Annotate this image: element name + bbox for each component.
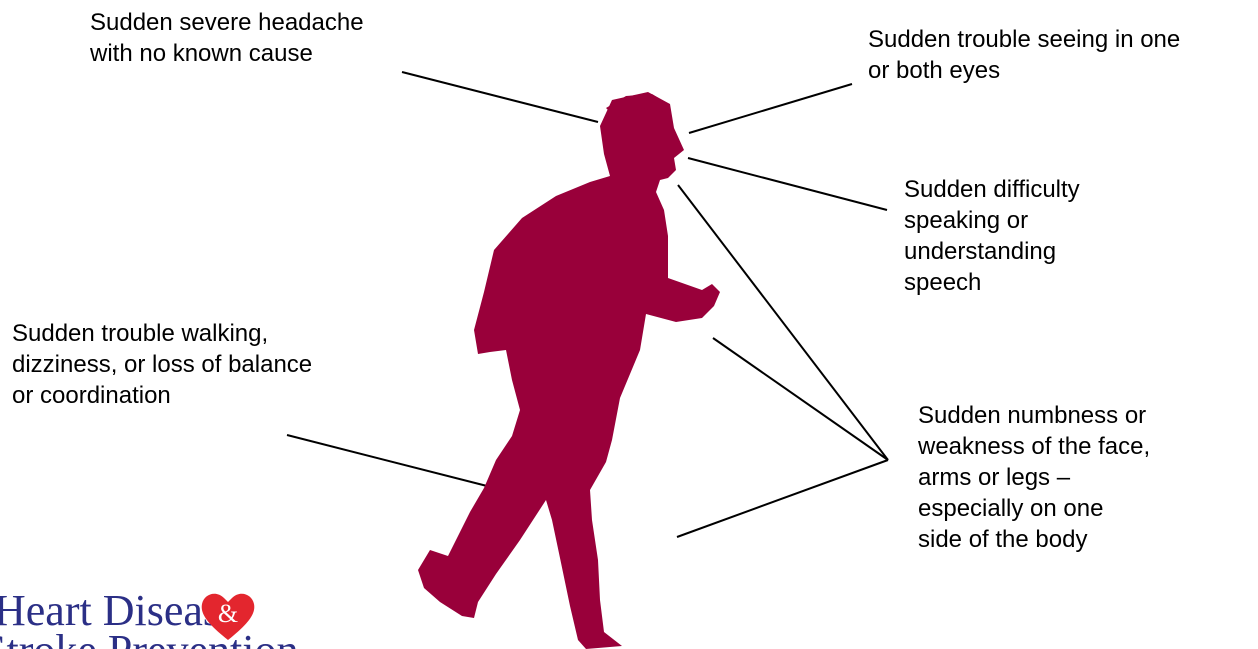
logo-heart-glyph: & <box>218 599 238 628</box>
numbness-leader-line-leg <box>676 459 889 538</box>
numbness-leader-line-arm <box>712 337 889 461</box>
person-hair <box>606 94 668 118</box>
leader-lines <box>286 71 889 538</box>
numbness-label: Sudden numbness or weakness of the face,… <box>918 402 1151 553</box>
headache-label: Sudden severe headache with no known cau… <box>90 9 364 67</box>
speech-leader-line <box>687 157 888 211</box>
vision-leader-line <box>688 83 853 134</box>
walking-leader-line <box>286 434 488 487</box>
heart-icon: & <box>201 593 255 640</box>
vision-label: Sudden trouble seeing in one or both eye… <box>868 26 1181 84</box>
logo: Heart Disease Stroke Prevention & <box>0 588 300 649</box>
numbness-leader-line-face <box>677 184 889 461</box>
headache-leader-line <box>401 71 599 123</box>
logo-line-1: Heart Disease <box>0 588 240 635</box>
person-silhouette <box>418 92 720 649</box>
speech-label: Sudden difficulty speaking or understand… <box>904 176 1080 296</box>
walking-label: Sudden trouble walking, dizziness, or lo… <box>12 320 313 409</box>
